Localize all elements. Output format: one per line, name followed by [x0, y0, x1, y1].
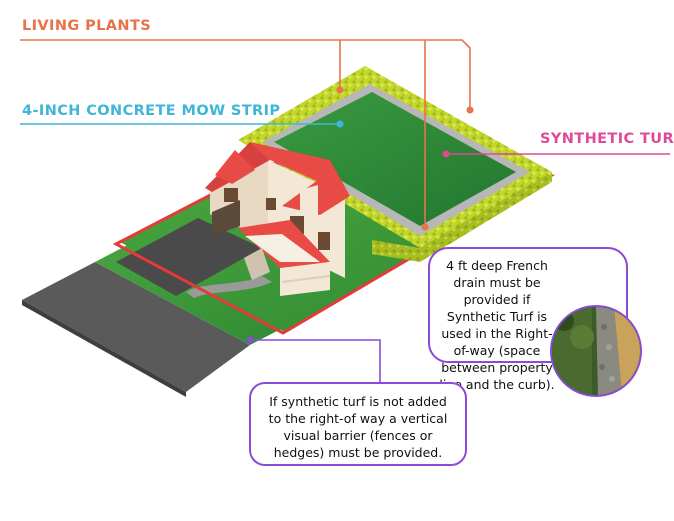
hedge-side-left [372, 240, 420, 262]
living-plants-leader [20, 39, 471, 108]
barrier-dot [246, 336, 254, 344]
living-plants-label: LIVING PLANTS [22, 18, 152, 34]
hedge-side-front [420, 172, 552, 262]
mow-strip-dot [336, 120, 344, 128]
synthetic-turf-dot [442, 150, 450, 158]
road-edge [22, 300, 186, 397]
living-plants-dot-3 [421, 223, 429, 231]
synthetic-turf [274, 92, 516, 226]
french-drain-photo-icon [550, 305, 642, 397]
driveway [116, 218, 262, 296]
visual-barrier-note: If synthetic turf is not added to the ri… [249, 382, 467, 466]
living-plants-dot [466, 106, 474, 114]
mow-strip-label: 4-INCH CONCRETE MOW STRIP [22, 103, 281, 119]
road [22, 262, 250, 392]
house [205, 142, 350, 296]
living-plants-dot-2 [336, 86, 344, 94]
barrier-leader [250, 339, 381, 382]
synthetic-turf-label: SYNTHETIC TURF [540, 131, 674, 147]
